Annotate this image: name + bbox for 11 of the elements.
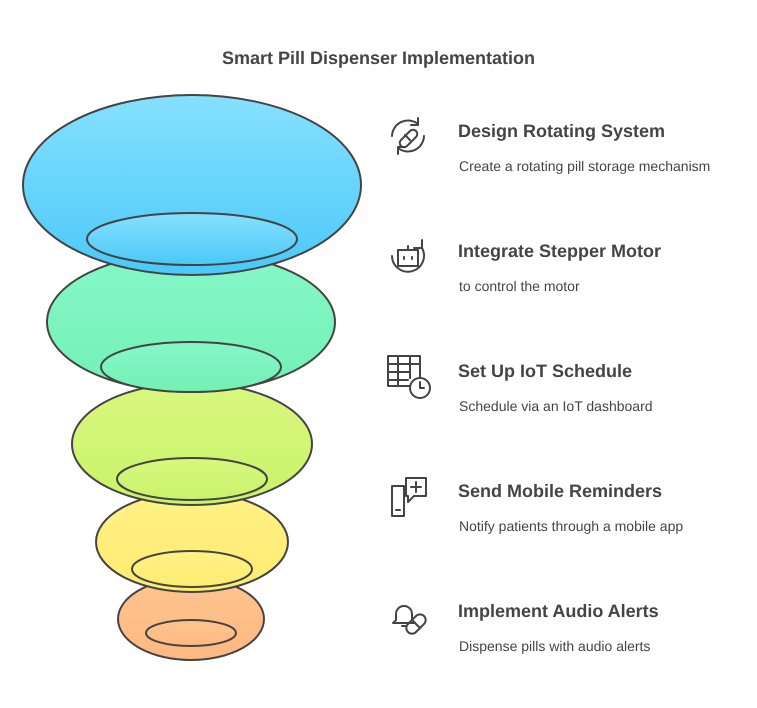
step-heading: Integrate Stepper Motor [458,241,662,262]
step-description: Notify patients through a mobile app [459,518,684,534]
step-description: Create a rotating pill storage mechanism [459,158,710,174]
step-description: to control the motor [459,278,580,294]
step-heading: Set Up IoT Schedule [458,361,632,382]
step-heading: Implement Audio Alerts [458,601,659,622]
step-description: Dispense pills with audio alerts [459,638,650,654]
step-heading: Design Rotating System [458,121,666,142]
step-description: Schedule via an IoT dashboard [459,398,653,414]
diagram-title: Smart Pill Dispenser Implementation [220,48,536,69]
step-heading: Send Mobile Reminders [458,481,662,502]
